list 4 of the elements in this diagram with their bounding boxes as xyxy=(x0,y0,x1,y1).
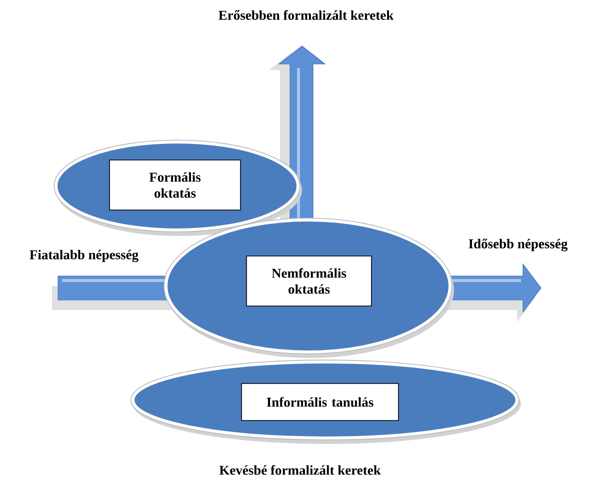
axis-label: Erősebben formalizált keretek xyxy=(218,10,394,20)
axis-label: Idősebb népesség xyxy=(468,238,568,252)
axis-label: Fiatalabb népesség xyxy=(30,250,138,262)
axis-label: Kevésbé formalizált keretek xyxy=(219,465,381,475)
